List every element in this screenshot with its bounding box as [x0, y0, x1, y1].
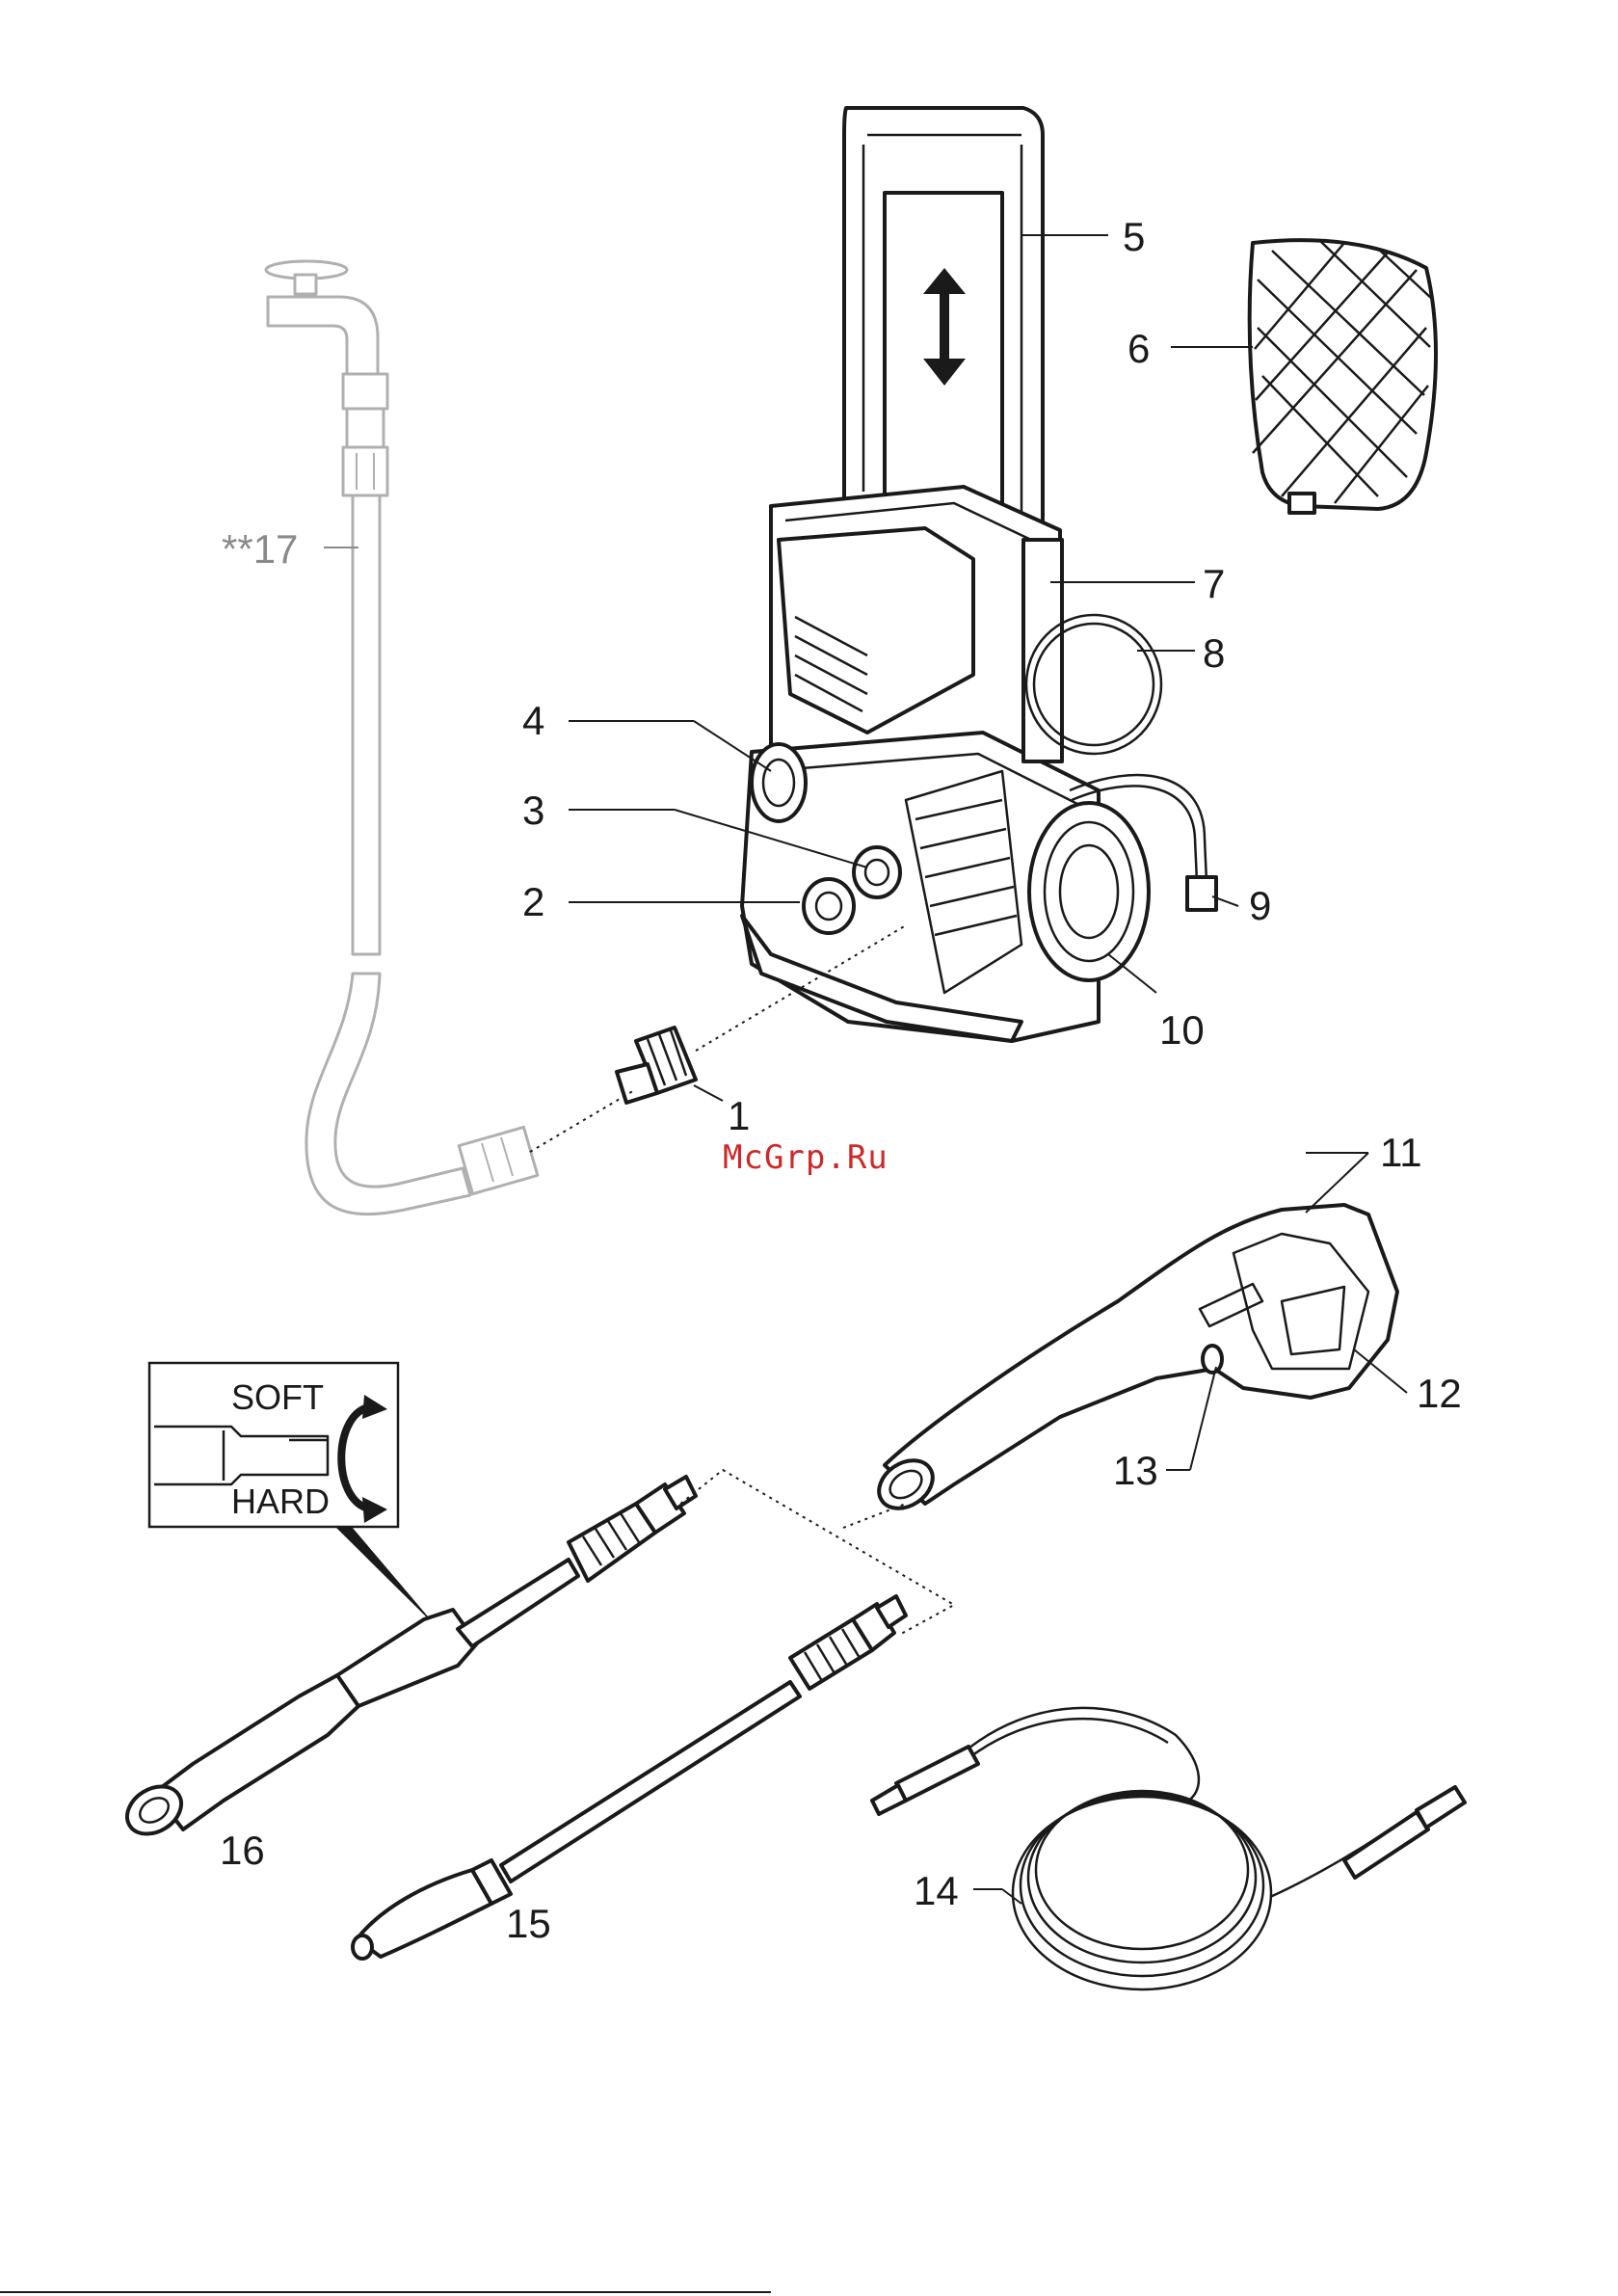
inset-label-soft: SOFT — [231, 1377, 324, 1417]
lance-icon — [119, 1477, 696, 1844]
label-7: 7 — [1203, 561, 1225, 606]
up-down-arrow-icon — [923, 268, 966, 386]
pressure-adjust-inset: SOFT HARD — [149, 1363, 398, 1527]
quick-connector-icon — [617, 1028, 696, 1103]
label-16: 16 — [220, 1828, 265, 1873]
label-13: 13 — [1113, 1448, 1158, 1493]
hose-icon — [872, 1708, 1465, 1989]
label-3: 3 — [522, 788, 544, 833]
label-9: 9 — [1249, 883, 1271, 928]
label-4: 4 — [522, 698, 544, 743]
label-11: 11 — [1380, 1130, 1422, 1175]
watermark: McGrp.Ru — [723, 1138, 889, 1177]
fine-filter-bag-icon — [1250, 240, 1436, 513]
inlet-connection-dotted — [530, 925, 906, 1152]
garden-hose-icon — [306, 495, 538, 1215]
label-2: 2 — [522, 879, 544, 924]
label-10: 10 — [1159, 1007, 1205, 1053]
inset-label-hard: HARD — [231, 1482, 330, 1521]
label-8: 8 — [1203, 630, 1225, 676]
label-1: 1 — [728, 1093, 750, 1138]
label-15: 15 — [506, 1901, 551, 1946]
water-tap-icon — [266, 261, 387, 495]
inset-pointer — [335, 1527, 438, 1629]
label-14: 14 — [914, 1868, 959, 1913]
label-17: **17 — [222, 526, 298, 572]
label-6: 6 — [1127, 326, 1150, 371]
label-5: 5 — [1123, 214, 1145, 259]
label-12: 12 — [1417, 1371, 1462, 1416]
